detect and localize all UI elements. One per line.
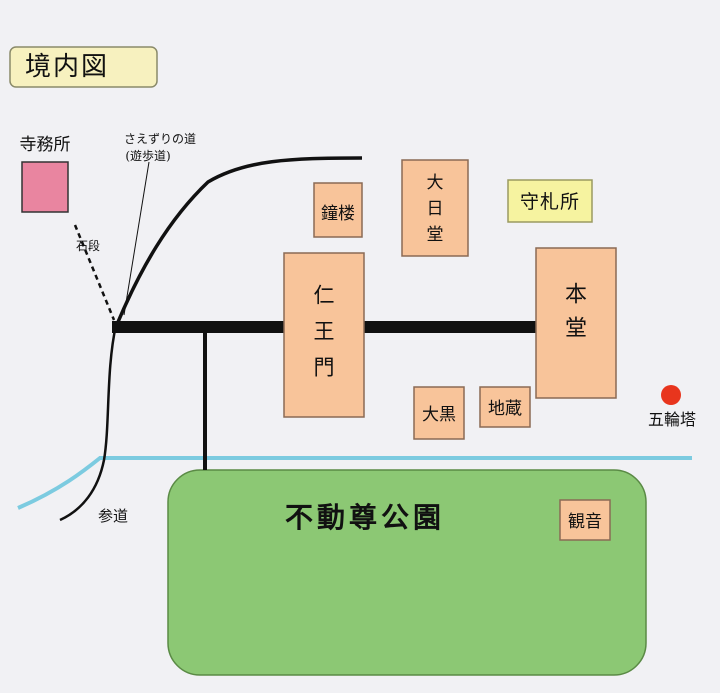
saezuri-path bbox=[116, 156, 363, 323]
sando-path bbox=[59, 324, 118, 522]
building-daikoku: 大黒 bbox=[413, 386, 465, 440]
map-title-box: 境内図 bbox=[9, 46, 158, 88]
saezuri-label-line1: さえずりの道 bbox=[124, 132, 196, 146]
hondo-label: 本堂 bbox=[565, 283, 587, 342]
park-area: 不動尊公園 bbox=[167, 469, 647, 676]
jimusho-label: 寺務所 bbox=[20, 135, 71, 155]
stream-line bbox=[17, 456, 692, 510]
niomon-label: 仁王門 bbox=[314, 283, 335, 379]
ishidan-steps bbox=[73, 224, 116, 321]
mamorifuda-label: 守札所 bbox=[520, 191, 580, 213]
dainichido-label: 大日堂 bbox=[427, 173, 444, 245]
building-hondo: 本堂 bbox=[535, 247, 617, 399]
saezuri-pointer bbox=[123, 161, 150, 316]
gorinto-dot bbox=[661, 385, 681, 405]
building-kannon: 観音 bbox=[559, 499, 611, 541]
saezuri-label-line2: (遊歩道) bbox=[125, 148, 170, 163]
jimusho-box bbox=[21, 161, 69, 213]
shoro-label: 鐘楼 bbox=[321, 204, 355, 224]
daikoku-label: 大黒 bbox=[422, 405, 456, 425]
ishidan-label: 石段 bbox=[76, 238, 100, 253]
kannon-label: 観音 bbox=[568, 512, 602, 532]
building-mamorifuda: 守札所 bbox=[507, 179, 593, 223]
park-label: 不動尊公園 bbox=[285, 501, 445, 534]
building-niomon: 仁王門 bbox=[283, 252, 365, 418]
building-shoro: 鐘楼 bbox=[313, 182, 363, 238]
sando-label: 参道 bbox=[98, 507, 128, 525]
jizo-label: 地蔵 bbox=[488, 399, 522, 419]
building-dainichido: 大日堂 bbox=[401, 159, 469, 257]
gorinto-label: 五輪塔 bbox=[648, 410, 696, 429]
map-title: 境内図 bbox=[25, 52, 109, 82]
building-jizo: 地蔵 bbox=[479, 386, 531, 428]
